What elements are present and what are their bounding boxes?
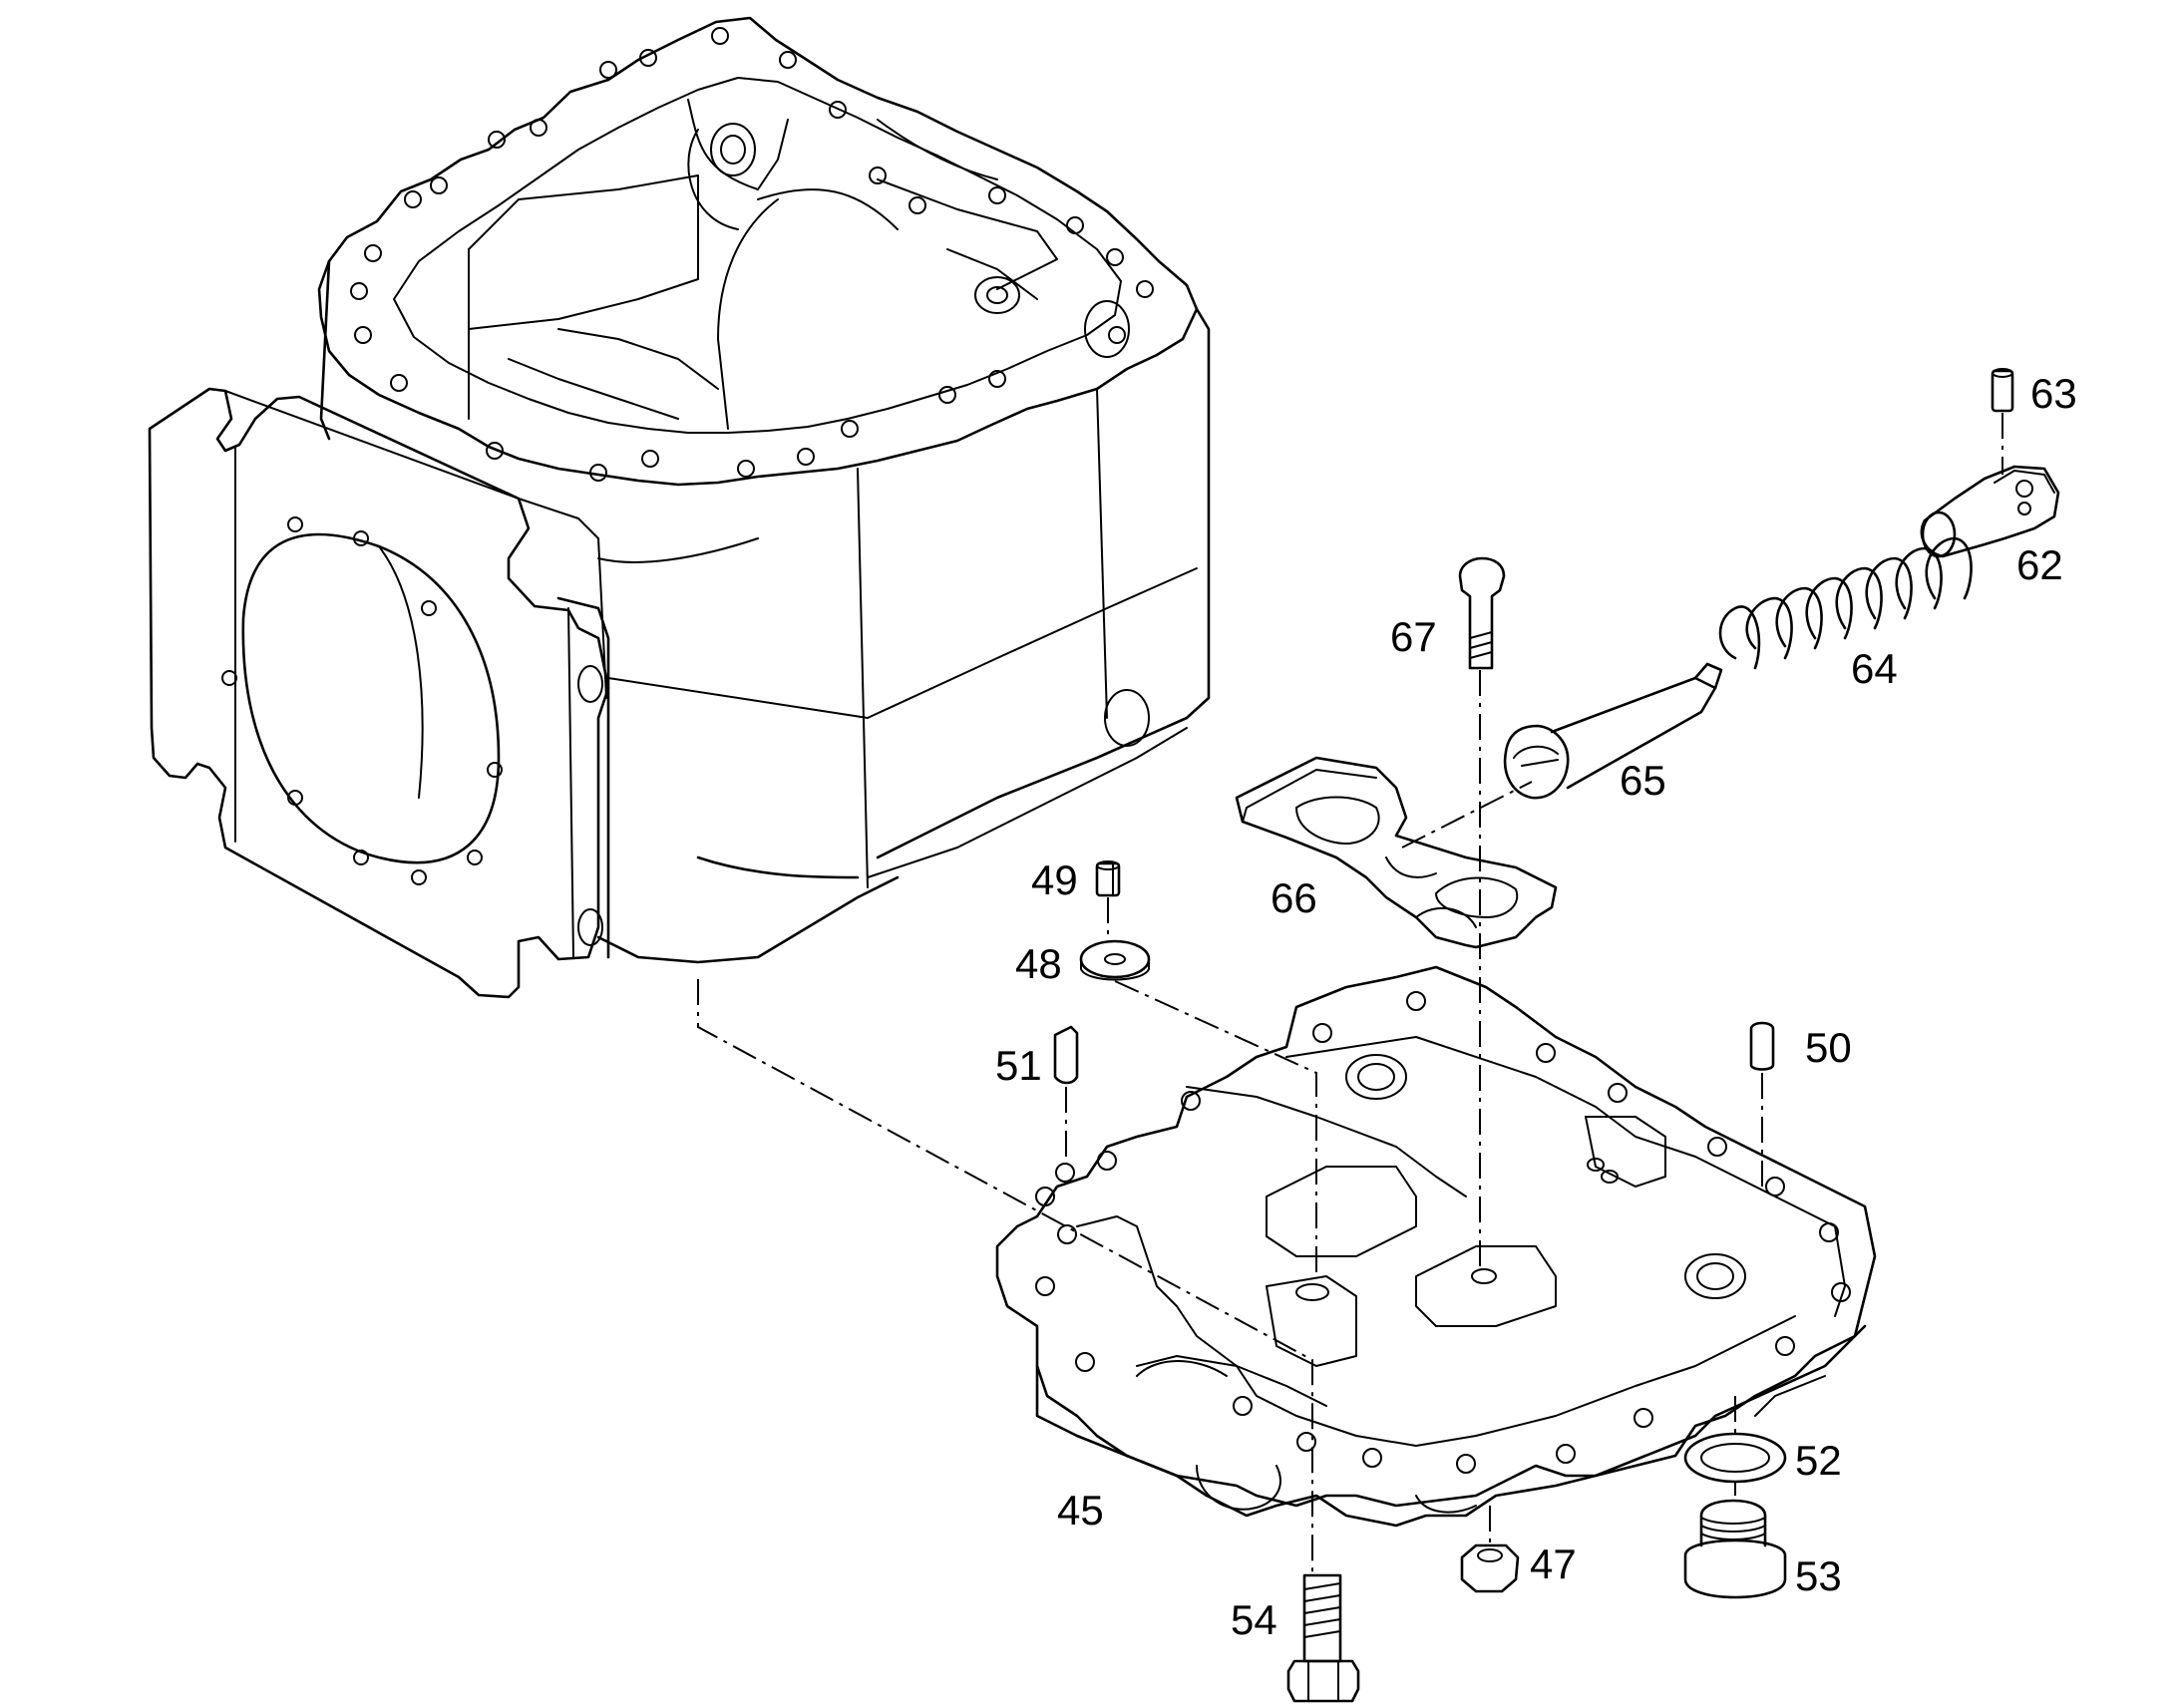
callout-63: 63 [2030, 370, 2077, 417]
control-plate [1235, 756, 1558, 949]
housing-bolt-holes [350, 27, 1154, 482]
washer-48 [1079, 939, 1151, 981]
roll-pin-63 [1991, 368, 2014, 413]
seal-ring-52 [1683, 1432, 1787, 1484]
plug-53 [1683, 1499, 1787, 1599]
callout-48: 48 [1015, 940, 1062, 987]
callout-45: 45 [1057, 1487, 1104, 1534]
callout-47: 47 [1530, 1540, 1577, 1587]
callout-62: 62 [2016, 541, 2063, 588]
pin-50 [1749, 1021, 1775, 1071]
pin-51 [1053, 1025, 1079, 1085]
nut-47 [1460, 1543, 1520, 1593]
callout-67: 67 [1390, 613, 1437, 660]
callout-65: 65 [1620, 757, 1666, 804]
callout-49: 49 [1031, 856, 1078, 903]
roll-pin-49 [1095, 860, 1121, 897]
callout-54: 54 [1231, 1596, 1277, 1643]
callout-51: 51 [995, 1042, 1042, 1089]
bracket-62 [1920, 465, 2060, 558]
cover-bolt-holes [1035, 991, 1851, 1474]
callout-64: 64 [1851, 645, 1898, 692]
callout-66: 66 [1271, 874, 1317, 921]
callout-52: 52 [1795, 1437, 1842, 1484]
cover-plate [995, 965, 1877, 1528]
pin-65 [1503, 662, 1723, 800]
assembly-lines [697, 413, 2003, 1575]
bolt-67 [1458, 556, 1506, 670]
transmission-housing [148, 16, 1211, 999]
bolt-54 [1286, 1573, 1360, 1703]
callout-53: 53 [1795, 1552, 1842, 1599]
spring-64 [1718, 536, 1973, 670]
callout-50: 50 [1805, 1024, 1852, 1071]
